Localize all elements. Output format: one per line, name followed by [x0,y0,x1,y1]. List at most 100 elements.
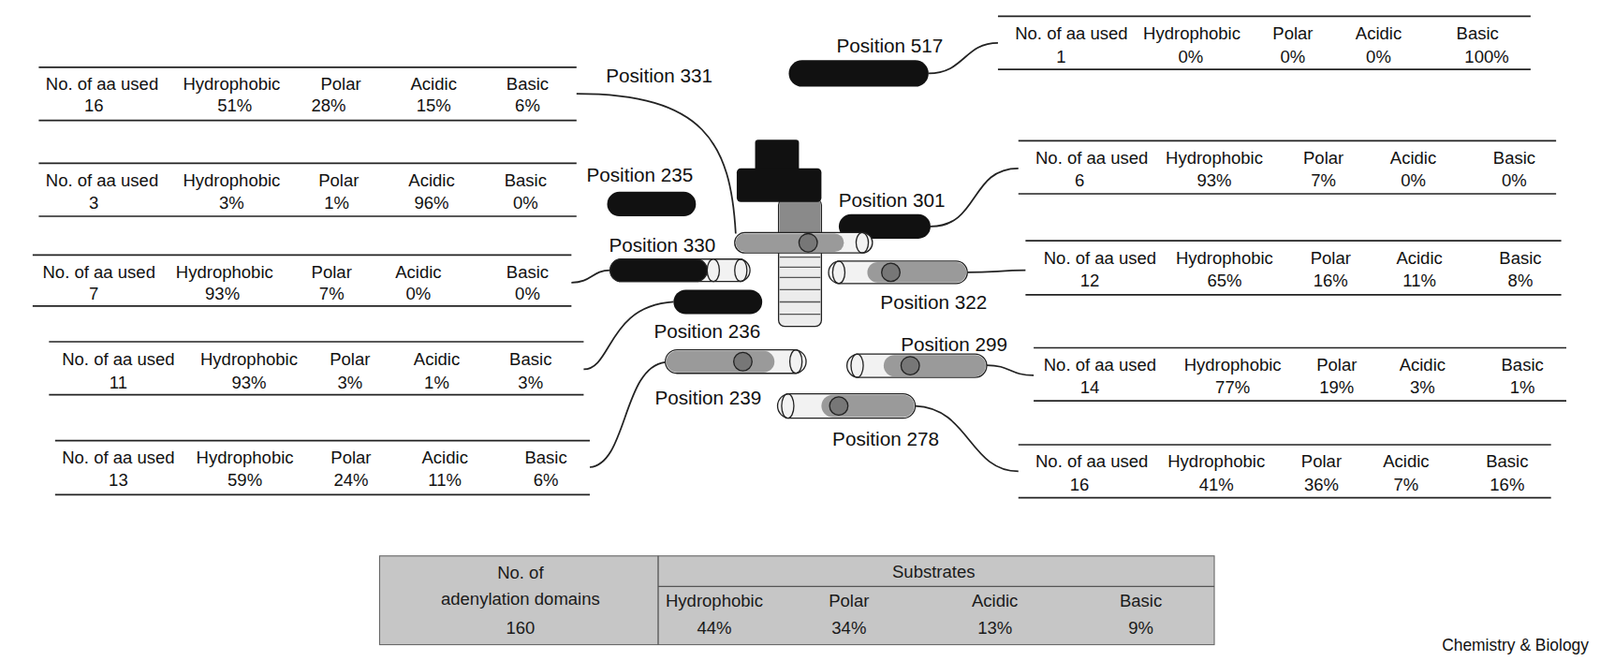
table-rule [38,215,576,218]
table-value: 93% [205,283,240,304]
black-bars [607,59,932,314]
table-header: Hydrophobic [176,262,274,282]
position-label: Position 299 [900,333,1008,356]
cylinder-end [781,394,794,419]
position-label: Position 239 [654,386,762,410]
summary-cell: Substrates [892,562,976,583]
table-rule [1025,239,1561,242]
residue-cylinder [777,394,916,419]
table-header: No. of aa used [45,74,159,95]
black-cross [736,139,822,202]
helix-stripe [779,256,822,258]
table-rule [1033,347,1567,350]
table-header: Acidic [413,349,460,369]
table-value: 19% [1319,378,1354,398]
table-header: No. of aa used [61,448,175,469]
cylinder-end [832,261,845,284]
table-header: Polar [311,262,353,282]
helix-shade [779,200,822,237]
table-header: Acidic [1399,355,1446,376]
residue-bar [789,59,929,87]
table-header: Acidic [1355,23,1402,44]
table-value: 13 [108,470,129,491]
summary-table [379,556,1215,646]
summary-cell: Polar [828,590,869,611]
table-rule [48,394,584,397]
helix-stripe [779,266,822,268]
residue-cylinder [665,350,807,374]
table-header: Polar [329,349,370,369]
table-rule [55,494,590,497]
summary-cell: Basic [1119,590,1162,611]
table-value: 65% [1206,270,1242,291]
table-header: Acidic [395,262,441,282]
table-header: No. of aa used [45,170,159,191]
cylinder-shade [821,395,914,418]
table-value: 11% [1402,270,1437,291]
table-header: Acidic [422,448,469,469]
table-header: Hydrophobic [182,74,280,95]
central-helix [778,198,823,326]
table-value: 77% [1215,378,1250,398]
table-value: 6% [533,470,559,491]
position-label: Position 278 [832,427,940,451]
table-header: Basic [1493,147,1536,168]
residue-bar [673,289,763,314]
table-header: Polar [1310,248,1351,268]
table-value: 24% [333,470,368,491]
table-value: 8% [1508,270,1534,291]
table-value: 14 [1080,378,1101,398]
table-rule [1018,443,1552,446]
cylinder-end [790,350,803,374]
table-value: 7% [1394,474,1420,495]
position-label: Position 330 [608,234,716,257]
table-value: 16 [84,96,104,117]
leader-line [589,362,666,468]
cylinder-atom [900,356,920,376]
cross-part [736,168,822,203]
cylinder-body [847,353,987,378]
summary-cell: 34% [831,618,867,639]
cylinder-end [734,259,748,282]
cylinder-body [777,394,916,419]
table-value: 28% [310,96,346,117]
cylinder-atom [881,263,901,282]
table-rule [32,254,572,257]
table-header: Basic [1501,355,1544,376]
position-label: Position 236 [653,320,761,343]
cylinder-atom [733,352,753,371]
table-value: 1 [1056,46,1066,67]
table-rule [38,162,576,165]
table-value: 16 [1070,474,1090,495]
table-value: 0% [1365,46,1392,67]
cylinder-shade [666,351,776,373]
table-value: 41% [1199,474,1234,495]
residue-cylinder [828,261,968,284]
table-header: Hydrophobic [182,170,280,191]
table-value: 6% [514,96,541,117]
leader-line [576,93,736,234]
table-header: Hydrophobic [1165,147,1263,168]
leader-line [967,270,1026,273]
table-value: 0% [513,192,539,213]
table-header: Polar [1303,147,1344,168]
helix-stripe [779,313,822,315]
table-header: No. of aa used [43,262,156,282]
leader-line [571,270,610,283]
cylinder-shade [883,354,986,377]
cell-line: adenylation domains [440,586,601,613]
helix-stripes [779,257,822,315]
table-value: 1% [1510,378,1536,398]
table-header: No. of aa used [1035,451,1148,471]
table-value: 6 [1074,170,1085,191]
table-value: 3% [219,192,245,213]
journal-watermark: Chemistry & Biology [1441,635,1589,655]
position-label: Position 331 [605,64,713,88]
residue-cylinder [610,259,750,282]
table-value: 16% [1313,270,1349,291]
table-rule [55,440,590,442]
table-value: 51% [217,96,252,117]
table-header: Polar [1301,451,1342,471]
summary-divider [657,556,659,646]
table-header: Polar [320,74,361,95]
